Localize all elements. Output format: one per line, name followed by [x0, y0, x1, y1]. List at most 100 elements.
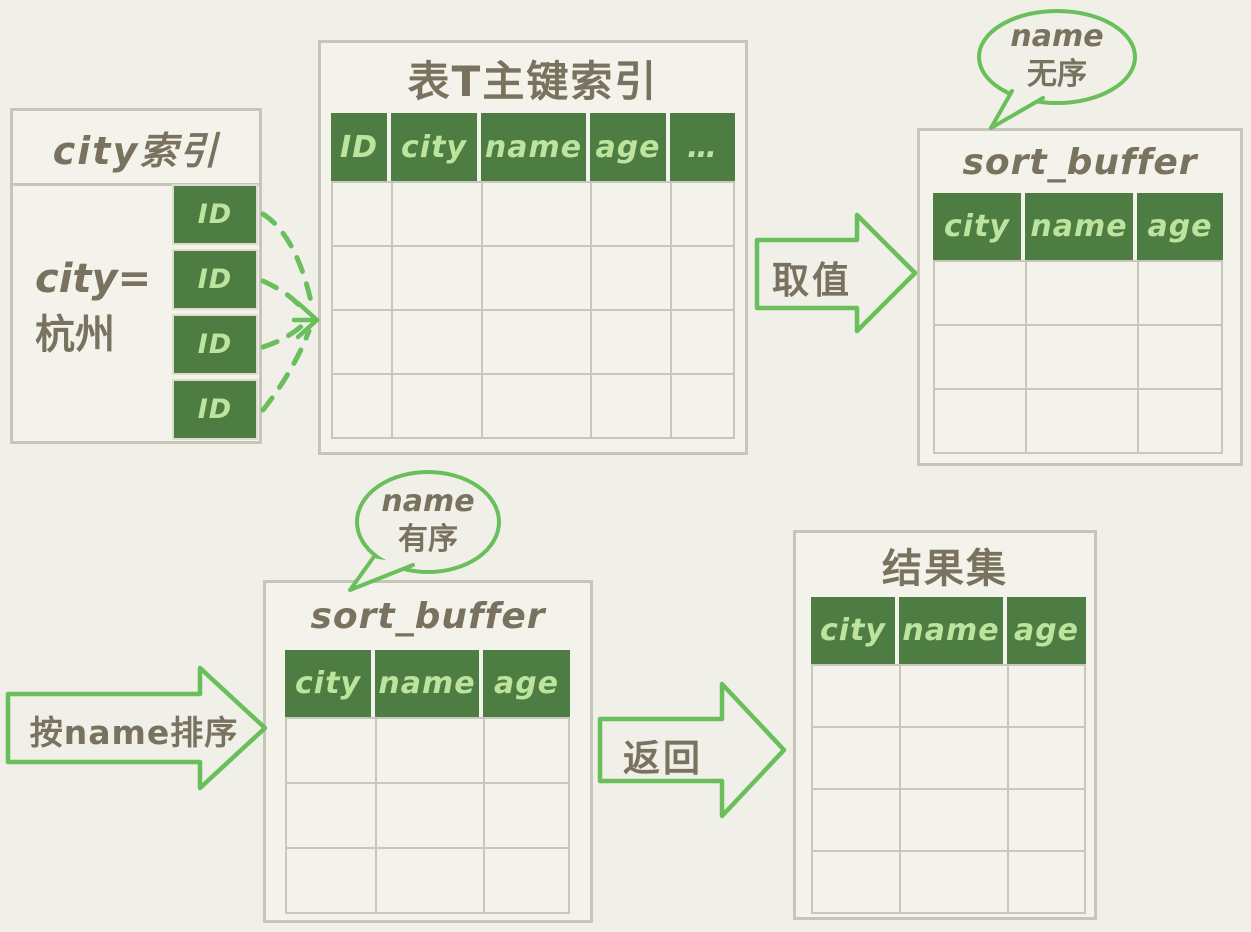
column-header-age: age [1137, 193, 1223, 260]
sort-buffer-grid: city name age [285, 650, 570, 914]
sort-buffer-grid: city name age [933, 193, 1223, 454]
empty-cell [1139, 390, 1223, 454]
primary-key-index-grid: ID city name age … [331, 113, 735, 439]
empty-cell [393, 183, 483, 247]
empty-cell [393, 311, 483, 375]
sort-buffer-empty-rows [933, 260, 1223, 454]
empty-cell [935, 326, 1027, 390]
sort-buffer-title: sort_buffer [962, 141, 1198, 183]
empty-cell [1009, 728, 1086, 790]
empty-cell [813, 852, 901, 914]
empty-cell [672, 311, 735, 375]
result-set-table: 结果集 city name age [793, 530, 1097, 920]
column-header-city: city [811, 597, 899, 664]
column-header-city: city [391, 113, 481, 181]
empty-cell [592, 183, 672, 247]
city-filter-line2: 杭州 [35, 312, 115, 358]
sort-arrow-label: 按name排序 [29, 713, 239, 752]
empty-cell [333, 311, 393, 375]
empty-cell [672, 183, 735, 247]
unsorted-bubble-line2: 无序 [1027, 57, 1087, 92]
column-header-name: name [1025, 193, 1137, 260]
empty-cell [1027, 326, 1139, 390]
empty-cell [287, 719, 377, 784]
empty-cell [813, 666, 901, 728]
empty-cell [592, 311, 672, 375]
sorted-bubble-text: name 有序 [352, 483, 504, 559]
id-lookup-dashed-arrows [260, 211, 315, 413]
column-header-age: age [590, 113, 670, 181]
return-arrow-label: 返回 [623, 737, 703, 780]
empty-cell [901, 728, 1009, 790]
column-header-name: name [899, 597, 1007, 664]
empty-cell [485, 719, 570, 784]
sorted-bubble-line2: 有序 [398, 522, 458, 557]
empty-cell [333, 375, 393, 439]
result-set-title: 结果集 [882, 546, 1008, 592]
primary-key-index-table: 表T主键索引 ID city name age … [318, 40, 748, 455]
city-index-title: city索引 [13, 111, 259, 186]
empty-cell [592, 247, 672, 311]
empty-cell [1009, 666, 1086, 728]
result-set-header-row: city name age [811, 597, 1086, 664]
id-cell: ID [172, 184, 258, 245]
primary-key-empty-rows [331, 181, 735, 439]
empty-cell [813, 790, 901, 852]
empty-cell [935, 390, 1027, 454]
sort-buffer-header-row: city name age [933, 193, 1223, 260]
column-header-name: name [481, 113, 590, 181]
empty-cell [483, 375, 592, 439]
sort-buffer-empty-rows [285, 717, 570, 914]
sort-buffer-header-row: city name age [285, 650, 570, 717]
empty-cell [1139, 262, 1223, 326]
result-set-grid: city name age [811, 597, 1086, 914]
empty-cell [483, 311, 592, 375]
id-cell: ID [172, 379, 258, 440]
column-header-name: name [375, 650, 483, 717]
id-lookup-arrowhead-icon [291, 300, 320, 340]
empty-cell [377, 849, 485, 914]
empty-cell [333, 183, 393, 247]
empty-cell [1009, 790, 1086, 852]
empty-cell [393, 247, 483, 311]
empty-cell [287, 784, 377, 849]
empty-cell [483, 183, 592, 247]
id-cell: ID [172, 249, 258, 310]
empty-cell [1009, 852, 1086, 914]
empty-cell [592, 375, 672, 439]
empty-cell [377, 784, 485, 849]
sort-buffer-table-sorted: sort_buffer city name age [263, 580, 593, 923]
empty-cell [1139, 326, 1223, 390]
empty-cell [333, 247, 393, 311]
column-header-ellipsis: … [670, 113, 735, 181]
column-header-city: city [285, 650, 375, 717]
empty-cell [377, 719, 485, 784]
empty-cell [485, 784, 570, 849]
empty-cell [483, 247, 592, 311]
empty-cell [935, 262, 1027, 326]
primary-key-header-row: ID city name age … [331, 113, 735, 181]
id-cell: ID [172, 314, 258, 375]
city-index-table: city索引 city= 杭州 ID ID ID ID [10, 108, 262, 444]
empty-cell [672, 247, 735, 311]
city-index-id-column: ID ID ID ID [172, 184, 258, 440]
empty-cell [1027, 390, 1139, 454]
empty-cell [813, 728, 901, 790]
column-header-city: city [933, 193, 1025, 260]
empty-cell [393, 375, 483, 439]
column-header-age: age [1007, 597, 1086, 664]
city-filter-line1: city= [35, 256, 152, 302]
unsorted-bubble-line1: name [1010, 19, 1104, 54]
empty-cell [901, 852, 1009, 914]
sort-buffer-table-unsorted: sort_buffer city name age [917, 128, 1243, 466]
result-set-empty-rows [811, 664, 1086, 914]
empty-cell [1027, 262, 1139, 326]
city-filter-text: city= 杭州 [35, 251, 151, 363]
empty-cell [901, 790, 1009, 852]
fetch-arrow-label: 取值 [772, 259, 852, 302]
empty-cell [287, 849, 377, 914]
sort-buffer-title: sort_buffer [310, 596, 546, 637]
column-header-id: ID [331, 113, 391, 181]
empty-cell [485, 849, 570, 914]
